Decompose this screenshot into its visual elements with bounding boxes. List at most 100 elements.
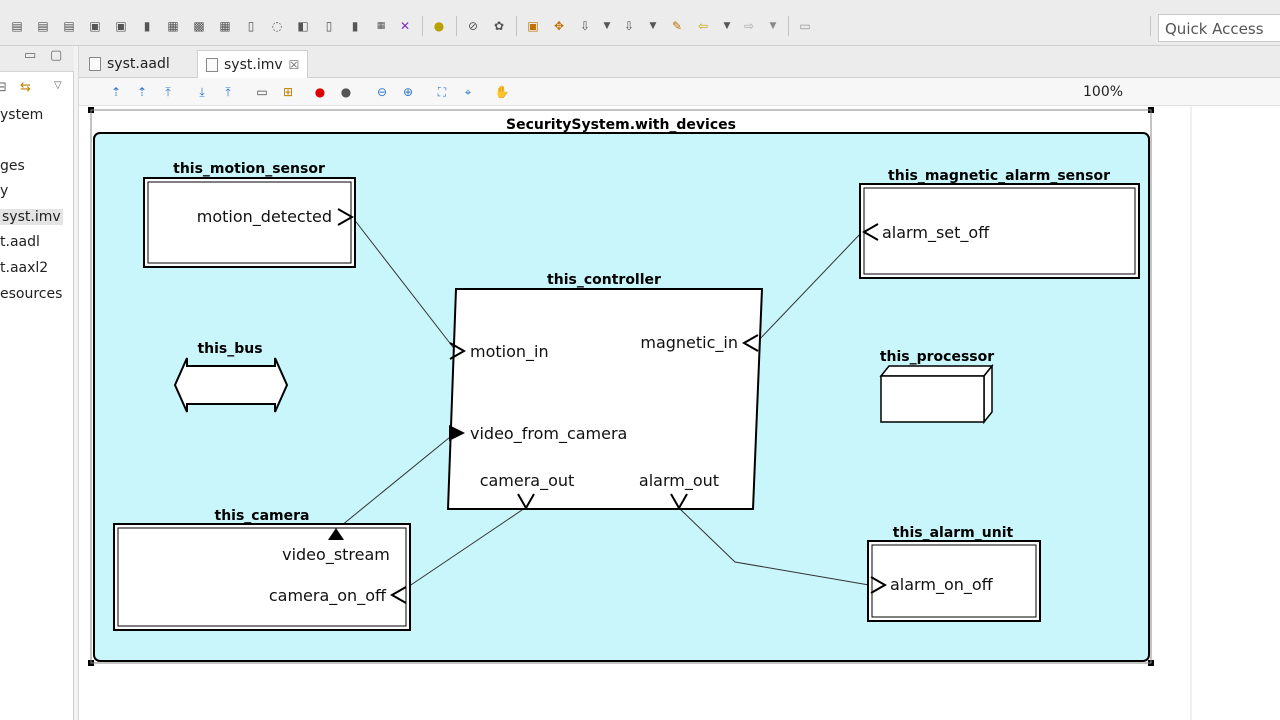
toolbar-icon[interactable]: ● [433,19,445,33]
link-icon[interactable]: ⇆ [20,80,31,95]
tab-label: syst.imv [224,56,283,73]
connection-icon[interactable]: ▭ [256,85,268,99]
in-port-icon[interactable] [741,334,759,352]
in-port-icon[interactable] [389,586,407,604]
diagram-canvas[interactable]: SecuritySystem.with_devices this_motion_… [79,106,1280,720]
explorer-item[interactable]: y [0,183,9,199]
chevron-down-icon[interactable]: ▼ [603,21,611,31]
toolbar-icon[interactable]: ▣ [115,19,127,33]
tab-syst-imv[interactable]: syst.imv ☒ [197,50,309,78]
hand-icon[interactable]: ✋ [494,85,510,99]
connection-magnetic[interactable] [755,231,863,344]
error-icon[interactable]: ● [314,85,326,99]
port-label: alarm_on_off [890,575,994,595]
fit-icon[interactable]: ⛶ [437,84,447,99]
toolbar-icon[interactable]: ✥ [553,19,565,33]
diagram-editor: syst.aadl syst.imv ☒ ⇡ ⇡ ⤒ ⤓ ⤒ ▭ ⊞ ● ● ⊖… [78,46,1280,720]
in-port-icon[interactable] [870,576,888,594]
chevron-down-icon[interactable]: ▼ [769,21,777,31]
motion-sensor-box[interactable] [143,177,356,268]
out-port-icon[interactable] [517,493,535,511]
toolbar-icon[interactable]: ✕ [399,19,411,33]
out-port-icon[interactable] [670,493,688,511]
in-port-icon[interactable] [449,342,467,360]
toolbar-icon[interactable]: ◌ [271,19,283,33]
port-label: alarm_set_off [882,223,990,243]
bus-shape[interactable] [173,357,289,413]
toolbar-icon[interactable]: ▮ [143,19,151,33]
layout-icon[interactable]: ⊞ [282,85,294,99]
processor-box[interactable] [880,375,985,423]
chevron-down-icon[interactable]: ▽ [54,80,62,91]
collapse-icon[interactable]: ⊟ [0,80,7,95]
file-icon [89,57,101,71]
toolbar-icon[interactable]: ▤ [11,19,23,33]
maximize-icon[interactable]: ▢ [50,48,63,63]
quick-access-input[interactable]: Quick Access [1158,14,1280,42]
explorer-item[interactable]: ges [0,158,25,174]
toolbar-icon[interactable]: ▦ [167,19,179,33]
tab-label: syst.aadl [107,56,170,72]
in-port-icon[interactable] [449,425,465,441]
toolbar-icon[interactable]: ✿ [493,19,505,33]
toolbar-icon[interactable]: ✎ [671,19,683,33]
explorer-item[interactable]: ystem [0,107,44,123]
toolbar-icon[interactable]: ▣ [527,19,539,33]
arrow-top-icon[interactable]: ⤒ [165,84,171,99]
toolbar-icon[interactable]: ⇩ [579,19,591,33]
chevron-down-icon[interactable]: ▼ [649,21,657,31]
diagram-toolbar: ⇡ ⇡ ⤒ ⤓ ⤒ ▭ ⊞ ● ● ⊖ ⊕ ⛶ ⌖ ✋ 100% [79,78,1280,106]
toolbar-icon[interactable]: ▣ [89,19,101,33]
toolbar-icon[interactable]: ⊘ [467,19,479,33]
connection-alarm[interactable] [678,507,870,586]
chevron-down-icon[interactable]: ▼ [723,21,731,31]
connection-video[interactable] [335,432,456,531]
arrow-down-icon[interactable]: ⤓ [199,84,205,99]
minimize-icon[interactable]: ▭ [24,48,37,63]
back-arrow-icon[interactable]: ⇦ [697,19,709,33]
toolbar-icon[interactable]: ▩ [193,19,205,33]
grid-icon[interactable]: ▦ [219,19,231,33]
motion-sensor-inner [147,181,352,264]
connection-motion[interactable] [352,217,457,352]
explorer-item[interactable]: esources [0,286,63,302]
page-icon[interactable]: ▯ [247,19,255,33]
explorer-item-syst-imv[interactable]: syst.imv [0,209,63,225]
zoom-out-icon[interactable]: ⊖ [376,85,388,99]
toolbar-icon[interactable]: ▯ [325,19,333,33]
arrow-up-icon[interactable]: ⇡ [136,85,148,99]
arrow-up-icon[interactable]: ⤒ [225,84,231,99]
magnetic-sensor-box[interactable] [859,183,1140,279]
bus-name: this_bus [197,341,262,357]
zoom-in-icon[interactable]: ⊕ [402,85,414,99]
close-icon[interactable]: ☒ [288,57,300,72]
connection-camera[interactable] [395,507,526,596]
port-label: camera_out [480,471,575,491]
forward-arrow-icon[interactable]: ⇨ [743,19,755,33]
center-icon[interactable]: ⌖ [464,84,472,99]
toolbar-icon[interactable]: ▮ [351,19,359,33]
toolbar-icon[interactable]: ▦ [376,21,386,31]
toolbar-icon[interactable]: ▤ [37,19,49,33]
toolbar-icon[interactable]: ▭ [799,19,811,33]
out-port-icon[interactable] [861,223,879,241]
out-port-icon[interactable] [337,208,355,226]
toolbar-icon[interactable]: ⇩ [623,19,635,33]
explorer-item[interactable]: t.aaxl2 [0,260,49,276]
port-label: magnetic_in [640,333,738,353]
explorer-item[interactable]: t.aadl [0,234,40,250]
toolbar-separator [1150,16,1151,36]
connections [335,217,870,596]
camera-box[interactable] [113,523,411,631]
tab-syst-aadl[interactable]: syst.aadl [81,50,178,78]
search-icon[interactable]: ● [340,85,352,99]
alarm-unit-box[interactable] [867,540,1041,622]
toolbar-icon[interactable]: ◧ [297,19,309,33]
camera-inner [117,527,407,627]
out-port-icon[interactable] [328,528,344,540]
toolbar-icon[interactable]: ▤ [63,19,75,33]
alarm-unit-name: this_alarm_unit [893,525,1014,541]
explorer-header: ▭ ▢ [0,46,74,72]
port-label: motion_in [470,342,549,362]
arrow-up-icon[interactable]: ⇡ [110,85,122,99]
